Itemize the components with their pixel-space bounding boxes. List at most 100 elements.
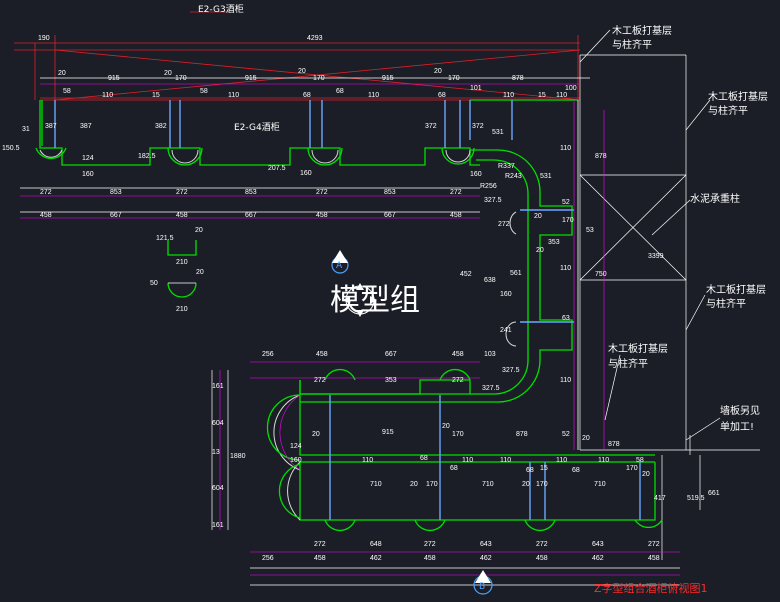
dim: 20 [534,213,542,220]
dim: 170 [626,465,638,472]
section-marker-b[interactable]: B [473,570,493,595]
note-wall-1: 墙板另见 [720,404,760,417]
dim: 110 [503,92,514,99]
dim: 853 [110,189,122,196]
label-inner-cabinet: E2-G4酒柜 [234,121,280,133]
dim: 458 [316,212,328,219]
dim: 20 [164,70,172,77]
dim: 272 [424,541,436,548]
dim: 915 [108,75,120,82]
dim: 31 [22,126,30,133]
dim: 110 [462,457,473,464]
dim: 531 [492,129,504,136]
dim: 68 [420,455,428,462]
note-column: 水泥承重柱 [690,192,740,205]
dim: 458 [314,555,326,562]
dim: 110 [102,92,113,99]
dim: 20 [442,423,450,430]
dim: 604 [212,420,224,427]
dim: 210 [176,306,188,313]
dim: 20 [642,471,650,478]
dim: 382 [155,123,167,130]
dim: 878 [595,153,607,160]
dim: 272 [648,541,660,548]
dim: 272 [176,189,188,196]
dim: 20 [195,227,203,234]
dim: 101 [470,85,482,92]
dim: R243 [505,173,522,180]
upper-cabinet-run [35,99,578,166]
dim: 458 [176,212,188,219]
dim: 210 [176,259,188,266]
dim: 667 [385,351,397,358]
section-marker-a[interactable]: A [331,250,349,274]
notes: 木工板打基层 与柱齐平 木工板打基层 与柱齐平 水泥承重柱 木工板打基层 与柱齐… [579,24,768,441]
dim: 272 [314,377,326,384]
dim: 170 [452,431,464,438]
dim: 160 [470,171,482,178]
dim: 110 [228,92,239,99]
dim: 750 [595,271,607,278]
dim: 710 [594,481,606,488]
dim: 170 [448,75,460,82]
dim: 53 [586,227,594,234]
dim: 519.5 [687,495,705,502]
watermark-text: 模型组 [330,283,420,318]
dim: 160 [290,457,302,464]
dim: 15 [152,92,160,99]
dim: 58 [200,88,208,95]
dim: 161 [212,383,224,390]
dim: 241 [500,327,512,334]
dim: 372 [425,123,437,130]
dim: 272 [314,541,326,548]
dim: 190 [38,35,50,42]
dim: 462 [480,555,492,562]
dim: 667 [110,212,122,219]
dim: 110 [500,457,511,464]
dim: 20 [196,269,204,276]
dim: 387 [45,123,57,130]
dim: 387 [80,123,92,130]
dim: 20 [582,435,590,442]
dim: 4293 [307,35,323,42]
dim: R337 [498,163,515,170]
dim: 58 [63,88,71,95]
dim: 604 [212,485,224,492]
dim: 110 [556,457,567,464]
dim: 110 [560,265,571,272]
dim: 110 [598,457,609,464]
note-1a: 木工板打基层 [612,24,672,37]
dim: 207.5 [268,165,286,172]
dim: 68 [526,467,534,474]
dim: 20 [58,70,66,77]
dim: 68 [336,88,344,95]
dim: 417 [654,495,666,502]
dim: 458 [40,212,52,219]
dim: 452 [460,271,472,278]
dim: 561 [510,270,522,277]
dim: 878 [608,441,620,448]
dim: 667 [384,212,396,219]
note-1b: 与柱齐平 [612,38,652,51]
dim: 110 [362,457,373,464]
dim: 68 [572,467,580,474]
dim: 170 [426,481,438,488]
dim: 50 [150,280,158,287]
dim: 638 [484,277,496,284]
dim: 531 [540,173,552,180]
dim: 124 [82,155,94,162]
dim: 170 [536,481,548,488]
dim: 20 [522,481,530,488]
dim: 710 [370,481,382,488]
dim: 372 [472,123,484,130]
dim: 170 [562,217,574,224]
dim: 20 [410,481,418,488]
wall-lines [20,54,760,586]
dim: 272 [452,377,464,384]
note-4b: 与柱齐平 [608,357,648,370]
dim: 643 [480,541,492,548]
dim: 272 [536,541,548,548]
dim: 643 [592,541,604,548]
dim: 648 [370,541,382,548]
